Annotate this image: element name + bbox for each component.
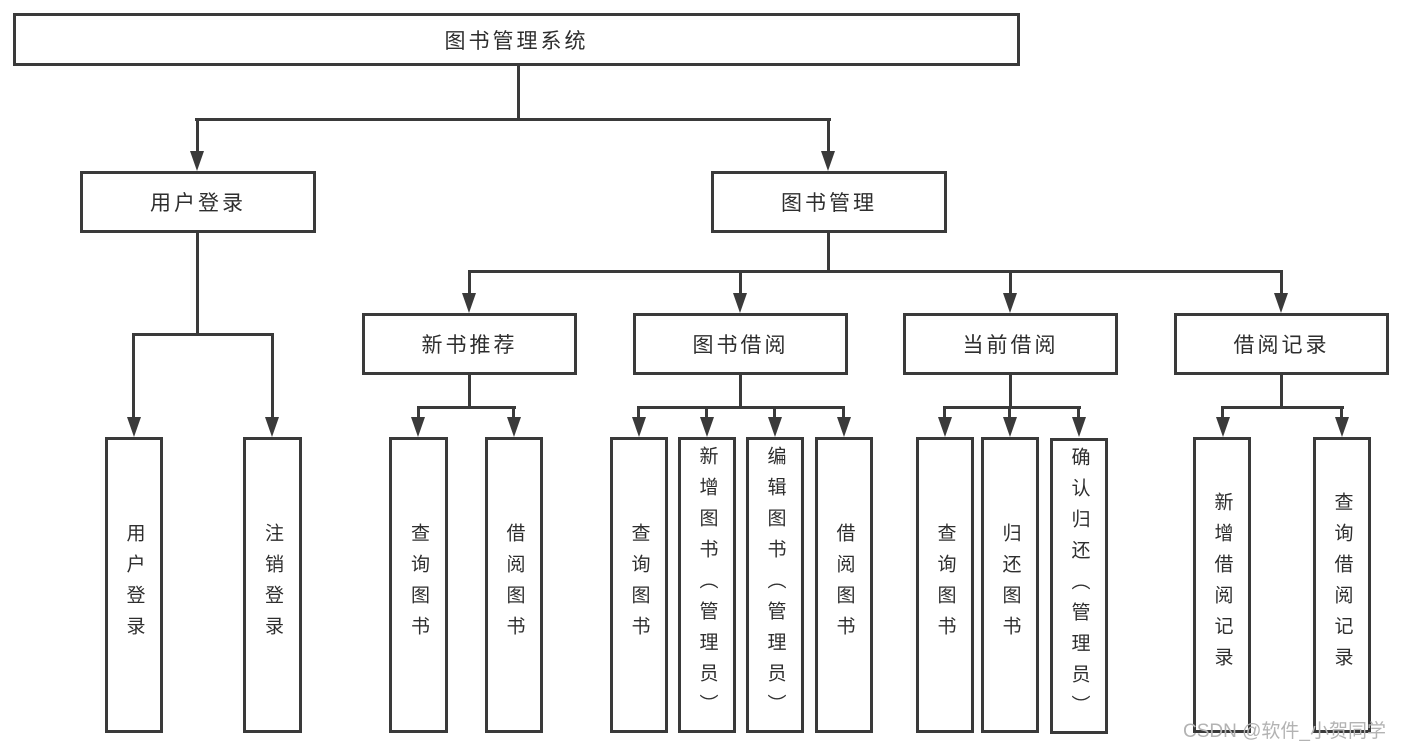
leaf-current-return: 归还图书 [981,437,1039,733]
connector-user-login-trunk [196,230,199,336]
leaf-logout: 注销登录 [243,437,302,733]
connector-drop-new-book [468,270,471,296]
leaf-bookborrow-query: 查询图书 [610,437,668,733]
arrowhead-current-borrow [1003,293,1017,313]
arrowhead-cb-query [938,417,952,437]
connector-borrow-records-branch [1221,406,1344,409]
connector-drop-leaf-user-login [132,333,135,420]
connector-drop-book-borrow [739,270,742,296]
connector-book-mgmt-branch [468,270,1283,273]
arrowhead-new-book [462,293,476,313]
node-borrow-records-label: 借阅记录 [1233,334,1330,357]
connector-root-trunk [517,63,520,121]
node-book-borrow: 图书借阅 [633,313,848,375]
connector-drop-current-borrow [1009,270,1012,296]
connector-drop-br-add [1221,406,1224,420]
connector-drop-nb-query [417,406,420,420]
csdn-watermark: CSDN @软件_小贺同学 [1183,721,1386,742]
connector-drop-bb-query [637,406,640,420]
arrowhead-br-add [1216,417,1230,437]
arrowhead-user-login [190,151,204,171]
arrowhead-bb-query [632,417,646,437]
node-user-login-label: 用户登录 [150,192,246,215]
connector-drop-nb-borrow [512,406,515,420]
connector-drop-cb-confirm [1077,406,1080,420]
connector-book-borrow-trunk [739,372,742,409]
node-root: 图书管理系统 [13,13,1020,66]
node-book-borrow-label: 图书借阅 [692,334,789,357]
arrowhead-leaf-logout [265,417,279,437]
leaf-bookborrow-borrow-label: 借阅图书 [833,523,855,647]
leaf-bookborrow-edit-label: 编辑图书（管理员） [764,445,786,725]
arrowhead-bb-add [700,417,714,437]
leaf-records-add-label: 新增借阅记录 [1211,492,1233,678]
connector-drop-cb-query [943,406,946,420]
connector-current-borrow-trunk [1009,372,1012,409]
leaf-bookborrow-borrow: 借阅图书 [815,437,873,733]
arrowhead-cb-confirm [1072,417,1086,437]
connector-drop-leaf-logout [271,333,274,420]
connector-new-book-branch [417,406,516,409]
arrowhead-nb-borrow [507,417,521,437]
leaf-records-add: 新增借阅记录 [1193,437,1251,733]
leaf-records-query: 查询借阅记录 [1313,437,1371,733]
leaf-user-login-label: 用户登录 [123,523,145,647]
leaf-current-query: 查询图书 [916,437,974,733]
connector-drop-cb-return [1008,406,1011,420]
node-current-borrow: 当前借阅 [903,313,1118,375]
connector-borrow-records-trunk [1280,372,1283,409]
connector-drop-user-login [196,118,199,155]
connector-drop-bb-borrow [842,406,845,420]
arrowhead-cb-return [1003,417,1017,437]
leaf-current-query-label: 查询图书 [934,523,956,647]
leaf-current-confirm: 确认归还（管理员） [1050,438,1108,734]
leaf-bookborrow-add-label: 新增图书（管理员） [696,445,718,725]
leaf-newbook-borrow-label: 借阅图书 [503,523,525,647]
node-root-label: 图书管理系统 [444,29,589,53]
leaf-bookborrow-add: 新增图书（管理员） [678,437,736,733]
leaf-bookborrow-edit: 编辑图书（管理员） [746,437,804,733]
leaf-records-query-label: 查询借阅记录 [1331,492,1353,678]
connector-root-branch [195,118,831,121]
arrowhead-book-borrow [733,293,747,313]
connector-drop-bb-add [705,406,708,420]
leaf-bookborrow-query-label: 查询图书 [628,523,650,647]
leaf-newbook-query-label: 查询图书 [408,523,429,647]
connector-drop-book-mgmt [827,118,830,155]
connector-new-book-trunk [468,372,471,409]
connector-book-mgmt-trunk [827,230,830,273]
leaf-current-return-label: 归还图书 [999,523,1021,647]
node-new-book-rec-label: 新书推荐 [421,334,518,357]
leaf-logout-label: 注销登录 [262,523,283,647]
leaf-newbook-borrow: 借阅图书 [485,437,543,733]
arrowhead-bb-edit [768,417,782,437]
leaf-user-login: 用户登录 [105,437,163,733]
node-borrow-records: 借阅记录 [1174,313,1389,375]
arrowhead-bb-borrow [837,417,851,437]
arrowhead-borrow-records [1274,293,1288,313]
node-new-book-rec: 新书推荐 [362,313,577,375]
node-current-borrow-label: 当前借阅 [962,334,1059,357]
connector-user-login-branch [132,333,274,336]
arrowhead-leaf-user-login [127,417,141,437]
connector-drop-bb-edit [773,406,776,420]
node-book-mgmt-label: 图书管理 [781,192,877,215]
connector-book-borrow-branch [637,406,845,409]
arrowhead-nb-query [411,417,425,437]
connector-drop-borrow-records [1280,270,1283,296]
node-book-mgmt: 图书管理 [711,171,947,233]
connector-current-borrow-branch [943,406,1081,409]
leaf-current-confirm-label: 确认归还（管理员） [1068,446,1090,726]
arrowhead-br-query [1335,417,1349,437]
node-user-login: 用户登录 [80,171,316,233]
connector-drop-br-query [1340,406,1343,420]
leaf-newbook-query: 查询图书 [389,437,448,733]
arrowhead-book-mgmt [821,151,835,171]
